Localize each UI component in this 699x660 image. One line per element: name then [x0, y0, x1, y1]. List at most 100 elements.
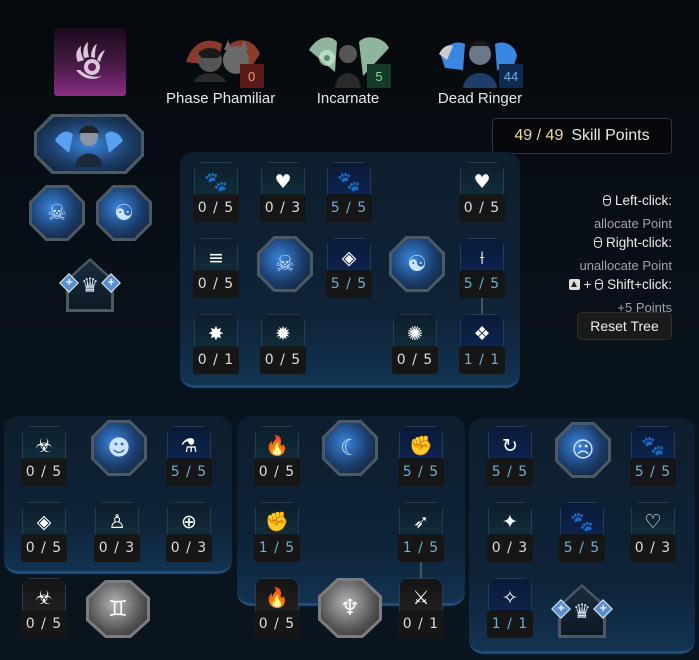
skill-node-value: 0 / 1 [193, 346, 239, 374]
skill-node-value: 5 / 5 [487, 458, 533, 486]
dead-ringer-portrait-icon [439, 40, 517, 88]
skill-node[interactable]: 🔥 0 / 5 [254, 578, 300, 638]
skill-node[interactable]: ♥ 0 / 5 [459, 162, 505, 222]
skill-node[interactable]: ➶ 1 / 5 [398, 502, 444, 562]
augment-ability[interactable]: ♛ + + [59, 254, 121, 314]
skull-spirit-ability-tree[interactable]: ☠ [257, 236, 313, 292]
mouse-icon [602, 195, 611, 206]
skill-node-value: 0 / 5 [459, 194, 505, 222]
skill-node[interactable]: ⊕ 0 / 3 [166, 502, 212, 562]
spec-dead-ringer[interactable]: 44 Dead Ringer [437, 32, 523, 107]
skill-node[interactable]: ✊ 1 / 5 [254, 502, 300, 562]
twin-gunners-icon: ♊ [108, 596, 128, 622]
skill-node-value: 0 / 1 [398, 610, 444, 638]
skill-node[interactable]: ♡ 0 / 3 [630, 502, 676, 562]
cloaked-figure-icon: ♛ [81, 273, 99, 297]
skill-node[interactable]: ✦ 0 / 3 [487, 502, 533, 562]
spectral-wolf-ability[interactable]: ☾ [322, 420, 378, 476]
reset-tree-button[interactable]: Reset Tree [577, 312, 672, 340]
mouse-icon [593, 237, 602, 248]
twin-gunners-ability[interactable]: ♊ [86, 580, 150, 638]
skill-node-value: 0 / 5 [392, 346, 438, 374]
mouse-icon [595, 279, 604, 290]
incarnate-portrait-icon [309, 37, 389, 88]
skill-node[interactable]: ⚗ 5 / 5 [166, 426, 212, 486]
phase-phamiliar-portrait: 0 [178, 32, 264, 88]
skill-node-value: 5 / 5 [326, 194, 372, 222]
skill-node[interactable]: 🐾 5 / 5 [630, 426, 676, 486]
skill-node[interactable]: ☣ 0 / 5 [21, 578, 67, 638]
skull-spirit-ability[interactable]: ☠ [29, 185, 85, 241]
skill-node[interactable]: 🐾 0 / 5 [193, 162, 239, 222]
skill-node[interactable]: ⚔ 0 / 1 [398, 578, 444, 638]
node-connector [420, 562, 422, 578]
screaming-face-ability[interactable]: ☹ [555, 422, 611, 478]
skill-node[interactable]: ✺ 0 / 5 [392, 314, 438, 374]
spec-name: Incarnate [316, 90, 380, 107]
spectral-wolf-icon: ☾ [340, 435, 360, 461]
winged-reaper-icon: ♆ [340, 595, 360, 621]
skill-node[interactable]: ≡ 0 / 5 [193, 238, 239, 298]
skill-node-value: 1 / 1 [487, 610, 533, 638]
spectral-face-ability[interactable]: ☻ [91, 420, 147, 476]
dead-ringer-capstone-icon [55, 125, 123, 167]
skill-node[interactable]: ♥ 0 / 3 [260, 162, 306, 222]
skill-node-value: 1 / 5 [254, 534, 300, 562]
skill-node[interactable]: 🐾 5 / 5 [559, 502, 605, 562]
silhouette-icon: ♙ [95, 502, 139, 542]
skill-node-value: 5 / 5 [166, 458, 212, 486]
skill-points-value: 49 / 49 [514, 127, 564, 144]
meditating-spirit-ability[interactable]: ☯ [96, 185, 152, 241]
skill-node[interactable]: 🐾 5 / 5 [326, 162, 372, 222]
capstone-ability[interactable] [34, 114, 144, 174]
skill-node-value: 0 / 5 [21, 458, 67, 486]
skill-node-value: 0 / 5 [193, 270, 239, 298]
meditating-figure-icon: ☯ [407, 251, 427, 277]
skill-node-value: 0 / 3 [630, 534, 676, 562]
skill-node-value: 0 / 5 [21, 610, 67, 638]
right-click-hint: Right-click: [502, 232, 672, 254]
skill-node[interactable]: ✸ 0 / 1 [193, 314, 239, 374]
skill-node[interactable]: ⟊ 5 / 5 [459, 238, 505, 298]
skill-node-value: 0 / 3 [487, 534, 533, 562]
skill-node[interactable]: 🔥 0 / 5 [254, 426, 300, 486]
skill-node-value: 1 / 1 [459, 346, 505, 374]
shift-click-hint: + Shift+click: [502, 274, 672, 296]
skill-node-value: 1 / 5 [398, 534, 444, 562]
claw-emblem-icon [76, 42, 105, 79]
spec-phase-phamiliar[interactable]: 0 Phase Phamiliar [166, 32, 275, 107]
right-click-desc: unallocate Point [579, 258, 672, 273]
controls-help: Left-click: allocate Point Right-click: … [502, 190, 672, 320]
skill-node[interactable]: ◈ 5 / 5 [326, 238, 372, 298]
screaming-face-icon: ☹ [571, 437, 595, 463]
shift-click-desc: +5 Points [617, 300, 672, 315]
spec-name: Dead Ringer [437, 90, 523, 107]
class-emblem [54, 28, 126, 96]
spec-incarnate[interactable]: 5 Incarnate [305, 32, 391, 107]
skull-icon: ☠ [47, 200, 67, 226]
skill-node-value: 5 / 5 [326, 270, 372, 298]
skill-node[interactable]: ✊ 5 / 5 [398, 426, 444, 486]
skill-node[interactable]: ❖ 1 / 1 [459, 314, 505, 374]
skill-node[interactable]: ♙ 0 / 3 [94, 502, 140, 562]
dead-ringer-portrait: 44 [437, 32, 523, 88]
spec-name: Phase Phamiliar [166, 90, 276, 107]
skill-node-value: 5 / 5 [459, 270, 505, 298]
skill-node-value: 0 / 5 [260, 346, 306, 374]
augment-ability-tree[interactable]: ♛ + + [551, 580, 613, 640]
winged-reaper-ability[interactable]: ♆ [318, 578, 382, 638]
spec-points-badge: 44 [499, 64, 523, 88]
skill-node-value: 5 / 5 [398, 458, 444, 486]
left-click-hint: Left-click: [502, 190, 672, 212]
skill-node[interactable]: ☣ 0 / 5 [21, 426, 67, 486]
skill-node[interactable]: ◈ 0 / 5 [21, 502, 67, 562]
meditating-spirit-ability-tree[interactable]: ☯ [389, 236, 445, 292]
skill-node-value: 0 / 5 [21, 534, 67, 562]
incarnate-portrait: 5 [305, 32, 391, 88]
spec-points-badge: 0 [239, 64, 264, 88]
skill-node-value: 0 / 5 [254, 458, 300, 486]
spec-points-badge: 5 [367, 64, 391, 88]
skill-node[interactable]: ✹ 0 / 5 [260, 314, 306, 374]
skill-node[interactable]: ✧ 1 / 1 [487, 578, 533, 638]
skill-node[interactable]: ↻ 5 / 5 [487, 426, 533, 486]
